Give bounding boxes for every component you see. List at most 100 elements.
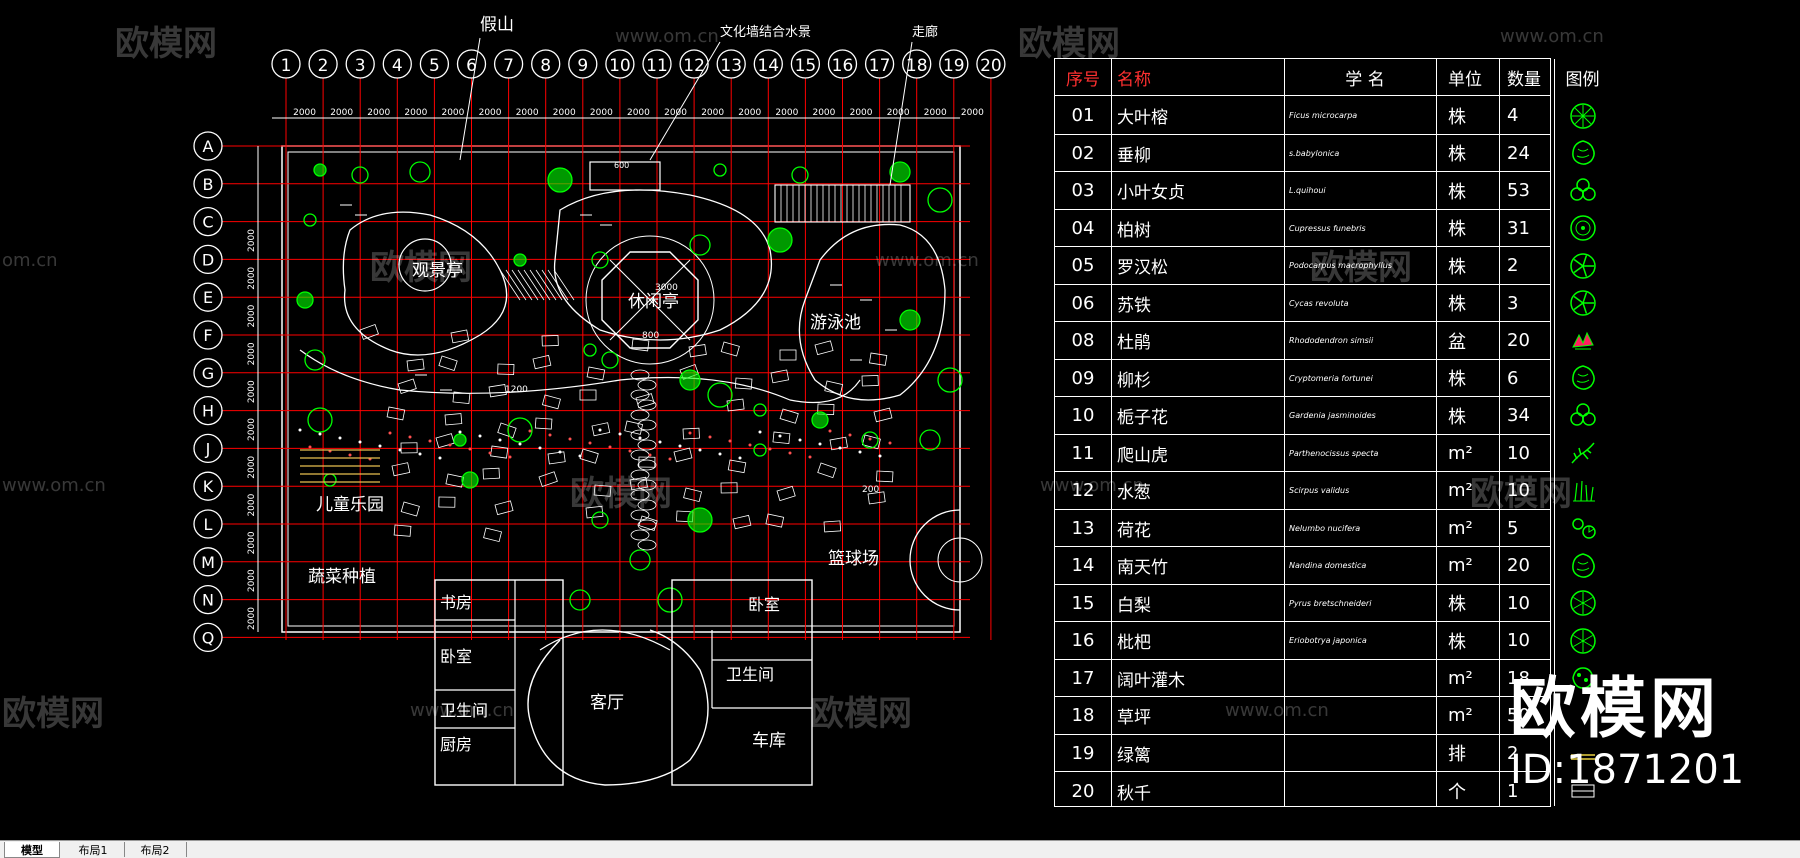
stair-hatch bbox=[529, 269, 551, 301]
stair-hatch bbox=[511, 269, 533, 301]
shrub-dot bbox=[408, 435, 412, 439]
grid-row-bubble bbox=[193, 358, 223, 388]
plant-name: 垂柳 bbox=[1117, 145, 1151, 166]
plant-symbol bbox=[861, 431, 879, 449]
pebble-path-stone bbox=[630, 529, 650, 541]
plant-symbol bbox=[296, 291, 314, 309]
unit: 株 bbox=[1448, 144, 1466, 165]
pebble-path-stone bbox=[630, 389, 650, 401]
dimension-label: 2000 bbox=[738, 108, 761, 118]
shrub-dot bbox=[298, 428, 302, 432]
row-number: 09 bbox=[1071, 367, 1095, 389]
shrub-dot bbox=[788, 451, 792, 455]
paving-stone bbox=[688, 344, 707, 358]
header-scientific: 学 名 bbox=[1345, 69, 1385, 90]
dimension-label: 2000 bbox=[701, 108, 724, 118]
grid-column-bubble bbox=[605, 49, 635, 79]
paving-stone bbox=[861, 434, 881, 450]
paving-stone bbox=[868, 352, 888, 366]
scientific-name: Nelumbo nucifera bbox=[1289, 523, 1361, 533]
dimension-label: 2000 bbox=[812, 108, 835, 118]
swimming-pool-label: 游泳池 bbox=[810, 313, 861, 333]
legend-symbol bbox=[1554, 210, 1611, 246]
grid-row-bubble bbox=[193, 509, 223, 539]
paving-stone bbox=[400, 442, 418, 454]
shrub-dot bbox=[468, 447, 472, 451]
pebble-path-stone bbox=[630, 429, 650, 441]
plant-name: 杜鹃 bbox=[1117, 333, 1151, 353]
rockery-label: 假山 bbox=[480, 15, 514, 35]
shrub-dot bbox=[548, 433, 552, 437]
shrub-dot bbox=[628, 449, 632, 453]
plant-name: 阔叶灌木 bbox=[1117, 670, 1185, 691]
pebble-path-stone bbox=[637, 379, 657, 391]
tab-model[interactable]: 模型 bbox=[4, 842, 60, 858]
shrub-dot bbox=[728, 439, 732, 443]
plant-name: 苏铁 bbox=[1117, 295, 1151, 316]
plant-symbol bbox=[689, 234, 711, 256]
dimension-label: 200 bbox=[862, 485, 879, 495]
quantity: 20 bbox=[1507, 555, 1530, 576]
legend-symbol bbox=[1554, 473, 1611, 509]
paving-stone bbox=[541, 394, 561, 410]
basketball-court-label: 篮球场 bbox=[828, 549, 879, 569]
watermark-logo: 欧模网 bbox=[370, 248, 472, 288]
dimension-label: 2000 bbox=[441, 108, 464, 118]
dimension-label: 3000 bbox=[655, 283, 678, 293]
pavilion-ridge bbox=[609, 259, 691, 341]
row-number: 06 bbox=[1071, 292, 1095, 314]
plant-name: 草坪 bbox=[1117, 708, 1151, 728]
unit: 盆 bbox=[1448, 331, 1466, 353]
paving-stone bbox=[861, 375, 879, 387]
grid-row-label: F bbox=[203, 326, 212, 345]
paving-stone bbox=[386, 406, 406, 421]
plant-symbol bbox=[513, 253, 527, 267]
viewing-pavilion-outline bbox=[398, 238, 452, 292]
legend-symbol bbox=[1554, 98, 1611, 134]
scientific-name: Podocarpus macrophyllus bbox=[1289, 261, 1392, 270]
plant-symbol bbox=[303, 213, 317, 227]
legend-symbol bbox=[1554, 285, 1611, 321]
paving-stone bbox=[732, 514, 752, 530]
plant-symbol bbox=[791, 166, 809, 184]
bedroom-label: 卧室 bbox=[748, 595, 780, 614]
grid-row-bubble bbox=[193, 471, 223, 501]
shrub-dot bbox=[598, 428, 602, 432]
paving-stone bbox=[726, 398, 745, 412]
row-number: 08 bbox=[1071, 330, 1095, 351]
scientific-name: Pyrus bretschneideri bbox=[1289, 598, 1372, 608]
tab-layout-1[interactable]: 布局1 bbox=[62, 842, 125, 857]
scientific-name bbox=[1284, 660, 1441, 696]
watermark-logo: 欧模网 bbox=[810, 694, 912, 734]
plant-symbol bbox=[899, 309, 921, 331]
row-number: 13 bbox=[1071, 517, 1095, 539]
header-name: 名称 bbox=[1117, 69, 1151, 90]
table-column-divider bbox=[1284, 59, 1285, 806]
grid-column-label: 13 bbox=[720, 56, 742, 76]
grid-row-label: Q bbox=[202, 628, 215, 647]
unit: 排 bbox=[1448, 744, 1466, 765]
paving-stone bbox=[497, 363, 515, 375]
leisure-pavilion-label: 休闲亭 bbox=[628, 292, 679, 312]
paving-stone bbox=[635, 393, 655, 409]
plant-name: 荷花 bbox=[1117, 520, 1151, 541]
grid-column-bubble bbox=[568, 49, 598, 79]
stair-hatch bbox=[517, 269, 539, 301]
paving-stone bbox=[494, 500, 514, 516]
paving-stone bbox=[450, 329, 470, 344]
dimension-label: 1200 bbox=[505, 385, 528, 395]
plant-name: 柏树 bbox=[1117, 220, 1151, 241]
row-number: 19 bbox=[1071, 742, 1095, 764]
grid-row-bubble bbox=[193, 244, 223, 275]
tab-layout-2[interactable]: 布局2 bbox=[124, 842, 187, 857]
grid-row-bubble bbox=[193, 584, 223, 615]
paving-stone bbox=[772, 431, 791, 445]
grid-row-bubble bbox=[193, 169, 223, 199]
pebble-path-stone bbox=[637, 399, 657, 411]
scientific-name: Cupressus funebris bbox=[1289, 223, 1366, 233]
shrub-dot bbox=[838, 446, 842, 450]
pebble-path-stone bbox=[637, 419, 657, 431]
